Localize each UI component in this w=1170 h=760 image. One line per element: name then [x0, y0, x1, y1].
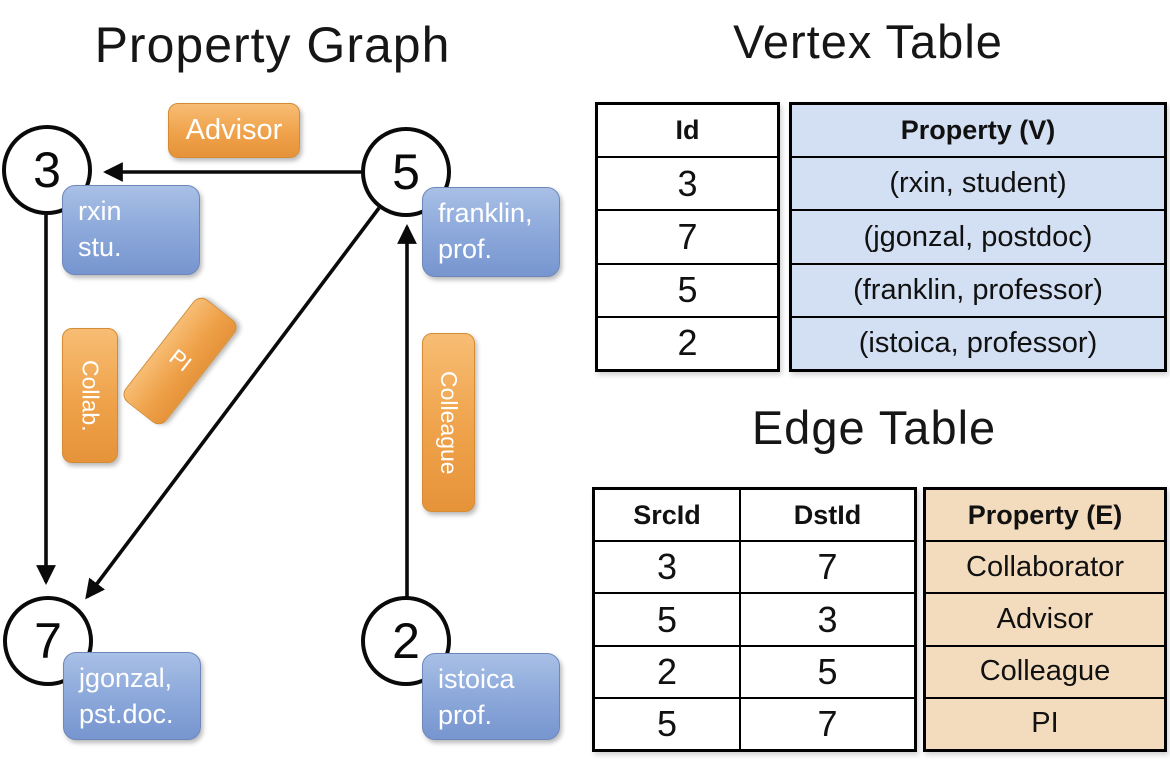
vertex-table-property-column: Property (V) (rxin, student) (jgonzal, p…	[789, 102, 1167, 372]
edge-label-colleague: Colleague	[422, 333, 475, 512]
column-divider	[739, 490, 741, 541]
vertex-id: 2	[392, 613, 420, 669]
vertex-id-cell: 7	[677, 216, 698, 257]
vertex-property-cell: (franklin, professor)	[853, 273, 1103, 306]
table-row: SrcId DstId	[595, 490, 914, 541]
table-row: 5	[598, 262, 777, 316]
column-divider	[739, 594, 741, 645]
vertex-property-line: istoica	[438, 664, 515, 694]
vertex-id: 7	[34, 613, 62, 669]
edge-src-cell: 3	[656, 546, 678, 588]
vertex-table-id-header: Id	[675, 115, 700, 146]
vertex-circle-5: 5	[361, 127, 451, 217]
table-row: Colleague	[926, 644, 1164, 697]
vertex-table-id-column: Id 3 7 5 2	[595, 102, 780, 372]
edge-property-cell: PI	[1031, 707, 1059, 740]
table-row: Advisor	[926, 592, 1164, 645]
table-row: PI	[926, 696, 1164, 750]
edge-property-cell: Colleague	[979, 655, 1111, 688]
vertex-property-line: prof.	[438, 233, 493, 264]
edge-dst-cell: 5	[817, 650, 838, 692]
vertex-property-box-2: istoica prof.	[422, 653, 560, 740]
table-row: 2	[598, 315, 777, 369]
edge-table-title: Edge Table	[751, 401, 997, 454]
table-row: Collaborator	[926, 540, 1164, 593]
table-row: (istoica, professor)	[792, 315, 1164, 370]
table-row: 5 7	[595, 696, 914, 750]
table-row: Property (E)	[926, 490, 1164, 541]
table-row: 3 7	[595, 540, 914, 593]
edge-table-id-columns: SrcId DstId 3 7 5 3 2 5 5 7	[592, 487, 917, 752]
vertex-id-cell: 3	[677, 162, 698, 204]
edge-src-cell: 5	[656, 702, 678, 744]
edge-label-collab: Collab.	[62, 328, 118, 463]
edge-dst-cell: 7	[817, 702, 838, 744]
edge-pi-arrow	[85, 206, 381, 600]
vertex-property-line: franklin,	[438, 198, 533, 228]
vertex-table-property-header: Property (V)	[900, 115, 1056, 146]
table-row: (rxin, student)	[792, 156, 1164, 210]
vertex-id: 5	[392, 144, 420, 200]
vertex-id-cell: 2	[677, 322, 698, 364]
table-row: 3	[598, 156, 777, 209]
edge-src-cell: 5	[656, 598, 678, 640]
edge-table-property-header: Property (E)	[967, 499, 1123, 530]
edge-label-text: PI	[164, 344, 197, 377]
vertex-property-line: jgonzal,	[79, 663, 173, 693]
vertex-table-title: Vertex Table	[733, 15, 1003, 68]
edge-label-text: Collab.	[77, 359, 104, 432]
edge-dst-cell: 3	[817, 598, 838, 640]
vertex-property-line: prof.	[438, 699, 493, 730]
vertex-property-box-5: franklin, prof.	[422, 187, 560, 277]
edge-table-property-column: Property (E) Collaborator Advisor Collea…	[923, 487, 1167, 752]
vertex-id-cell: 5	[677, 269, 698, 311]
edge-label-text: Advisor	[185, 114, 283, 146]
column-divider	[739, 542, 741, 593]
edge-dst-cell: 7	[817, 546, 838, 588]
vertex-circle-2: 2	[361, 596, 451, 686]
edge-table-dstid-header: DstId	[793, 499, 862, 530]
vertex-property-line: rxin	[78, 196, 122, 226]
table-row: 7	[598, 209, 777, 262]
column-divider	[739, 698, 741, 750]
property-graph-title: Property Graph	[94, 17, 451, 73]
edge-property-cell: Advisor	[996, 603, 1094, 635]
edge-label-advisor: Advisor	[168, 103, 300, 158]
edge-src-cell: 2	[656, 650, 678, 692]
vertex-property-box-3: rxin stu.	[62, 185, 200, 275]
vertex-id: 3	[33, 142, 61, 198]
graph-edges-canvas	[36, 162, 417, 600]
edge-table-srcid-header: SrcId	[633, 499, 701, 530]
column-divider	[739, 646, 741, 697]
edge-property-cell: Collaborator	[966, 550, 1124, 583]
table-row: (franklin, professor)	[792, 262, 1164, 316]
vertex-property-cell: (jgonzal, postdoc)	[863, 220, 1093, 253]
vertex-property-cell: (rxin, student)	[889, 167, 1067, 200]
vertex-property-cell: (istoica, professor)	[858, 326, 1098, 359]
vertex-property-line: pst.doc.	[79, 698, 174, 729]
vertex-property-box-7: jgonzal, pst.doc.	[63, 652, 201, 740]
table-row: (jgonzal, postdoc)	[792, 209, 1164, 263]
vertex-property-line: stu.	[78, 231, 122, 262]
table-row: Id	[598, 105, 777, 156]
table-row: 5 3	[595, 592, 914, 645]
table-row: Property (V)	[792, 105, 1164, 157]
table-row: 2 5	[595, 644, 914, 697]
edge-label-text: Colleague	[436, 370, 462, 475]
